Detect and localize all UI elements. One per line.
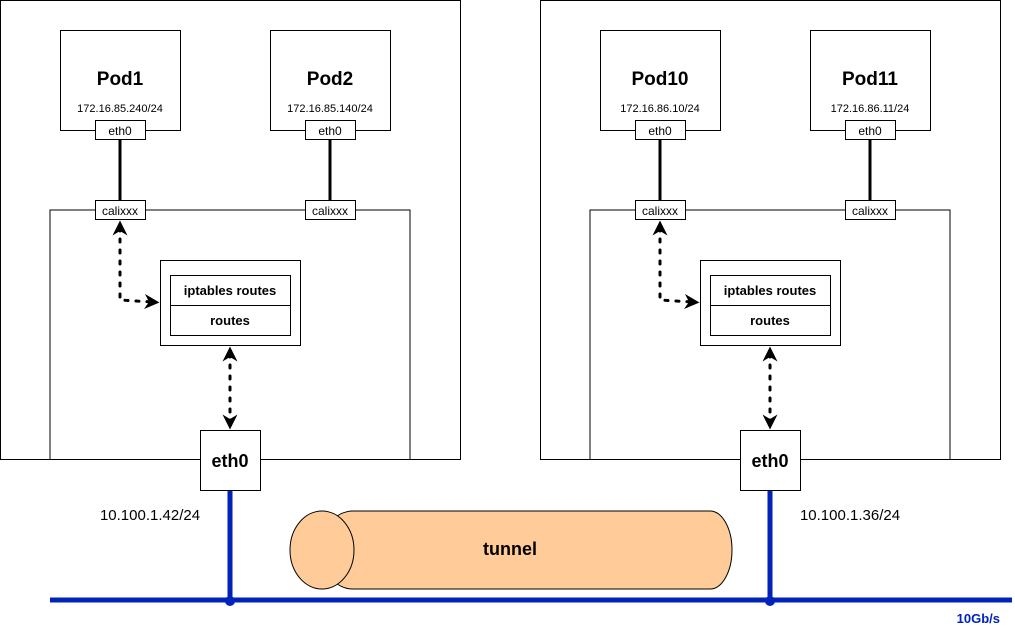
node-2-routes-label: routes xyxy=(750,313,790,328)
node-1-routes-cell xyxy=(170,305,291,336)
pod-10-ip: 172.16.86.10/24 xyxy=(620,103,700,115)
pod-1-ip: 172.16.85.240/24 xyxy=(77,103,163,115)
pod-2-eth0-port[interactable] xyxy=(305,120,356,140)
node-2-iptables-label: iptables routes xyxy=(724,283,816,298)
node-2-eth0-label: eth0 xyxy=(751,451,788,471)
tunnel: tunnel xyxy=(289,510,733,590)
pod-10-calixxx-label: calixxx xyxy=(642,204,678,218)
pod-1-calixxx-label: calixxx xyxy=(102,204,138,218)
node-1: Pod1 172.16.85.240/24 eth0 calixxx Pod2 … xyxy=(0,0,461,524)
pod-2-calixxx-port[interactable] xyxy=(305,200,356,220)
pod-1-calixxx-port[interactable] xyxy=(95,200,146,220)
node-1-calixxx-to-routing-arrow xyxy=(112,220,160,310)
pod-2-eth0-label: eth0 xyxy=(318,124,342,138)
tunnel-label: tunnel xyxy=(483,539,537,559)
node-2-bus-junction xyxy=(765,596,775,606)
node-2-calixxx-to-routing-arrow xyxy=(652,220,700,310)
node-2-host-ip: 10.100.1.36/24 xyxy=(800,507,900,524)
pod-11-ip: 172.16.86.11/24 xyxy=(831,103,910,115)
node-1-bus-junction xyxy=(225,596,235,606)
pod-11-name: Pod11 xyxy=(842,69,898,90)
node-2-iptables-cell xyxy=(710,275,831,306)
node-1-eth0-box[interactable] xyxy=(200,430,261,491)
node-1-host-ip: 10.100.1.42/24 xyxy=(100,507,200,524)
node-1-eth0-label: eth0 xyxy=(211,451,248,471)
pod-1-name: Pod1 xyxy=(97,69,144,90)
physical-network: 10Gb/s xyxy=(50,491,1012,626)
pod-1-box[interactable] xyxy=(60,30,181,131)
pod-11-eth0-label: eth0 xyxy=(858,124,882,138)
pod-2-name: Pod2 xyxy=(307,69,353,90)
pod-1-eth0-port[interactable] xyxy=(95,120,146,140)
node-1-host-netns xyxy=(49,209,411,460)
pod-1-eth0-label: eth0 xyxy=(108,124,132,138)
pod-11-box[interactable] xyxy=(810,30,931,131)
node-1-iptables-label: iptables routes xyxy=(184,283,276,298)
pod-11-eth0-port[interactable] xyxy=(845,120,896,140)
pod-10-eth0-port[interactable] xyxy=(635,120,686,140)
pod-11-calixxx-label: calixxx xyxy=(852,204,888,218)
node-2-routes-cell xyxy=(710,305,831,336)
pod-2-ip: 172.16.85.140/24 xyxy=(287,103,373,115)
pod-2-calixxx-label: calixxx xyxy=(312,204,348,218)
pod-10-eth0-label: eth0 xyxy=(648,124,672,138)
node-2-host-netns xyxy=(589,209,951,460)
node-2: Pod10 172.16.86.10/24 eth0 calixxx Pod11… xyxy=(540,0,1001,524)
pod-10-box[interactable] xyxy=(600,30,721,131)
pod-10-name: Pod10 xyxy=(631,69,688,90)
node-2-eth0-box[interactable] xyxy=(740,430,801,491)
pod-2-box[interactable] xyxy=(270,30,391,131)
network-speed-label: 10Gb/s xyxy=(957,611,1000,626)
tunnel-mouth xyxy=(289,510,355,590)
pod-10-calixxx-port[interactable] xyxy=(635,200,686,220)
pod-11-calixxx-port[interactable] xyxy=(845,200,896,220)
node-1-routes-label: routes xyxy=(210,313,250,328)
